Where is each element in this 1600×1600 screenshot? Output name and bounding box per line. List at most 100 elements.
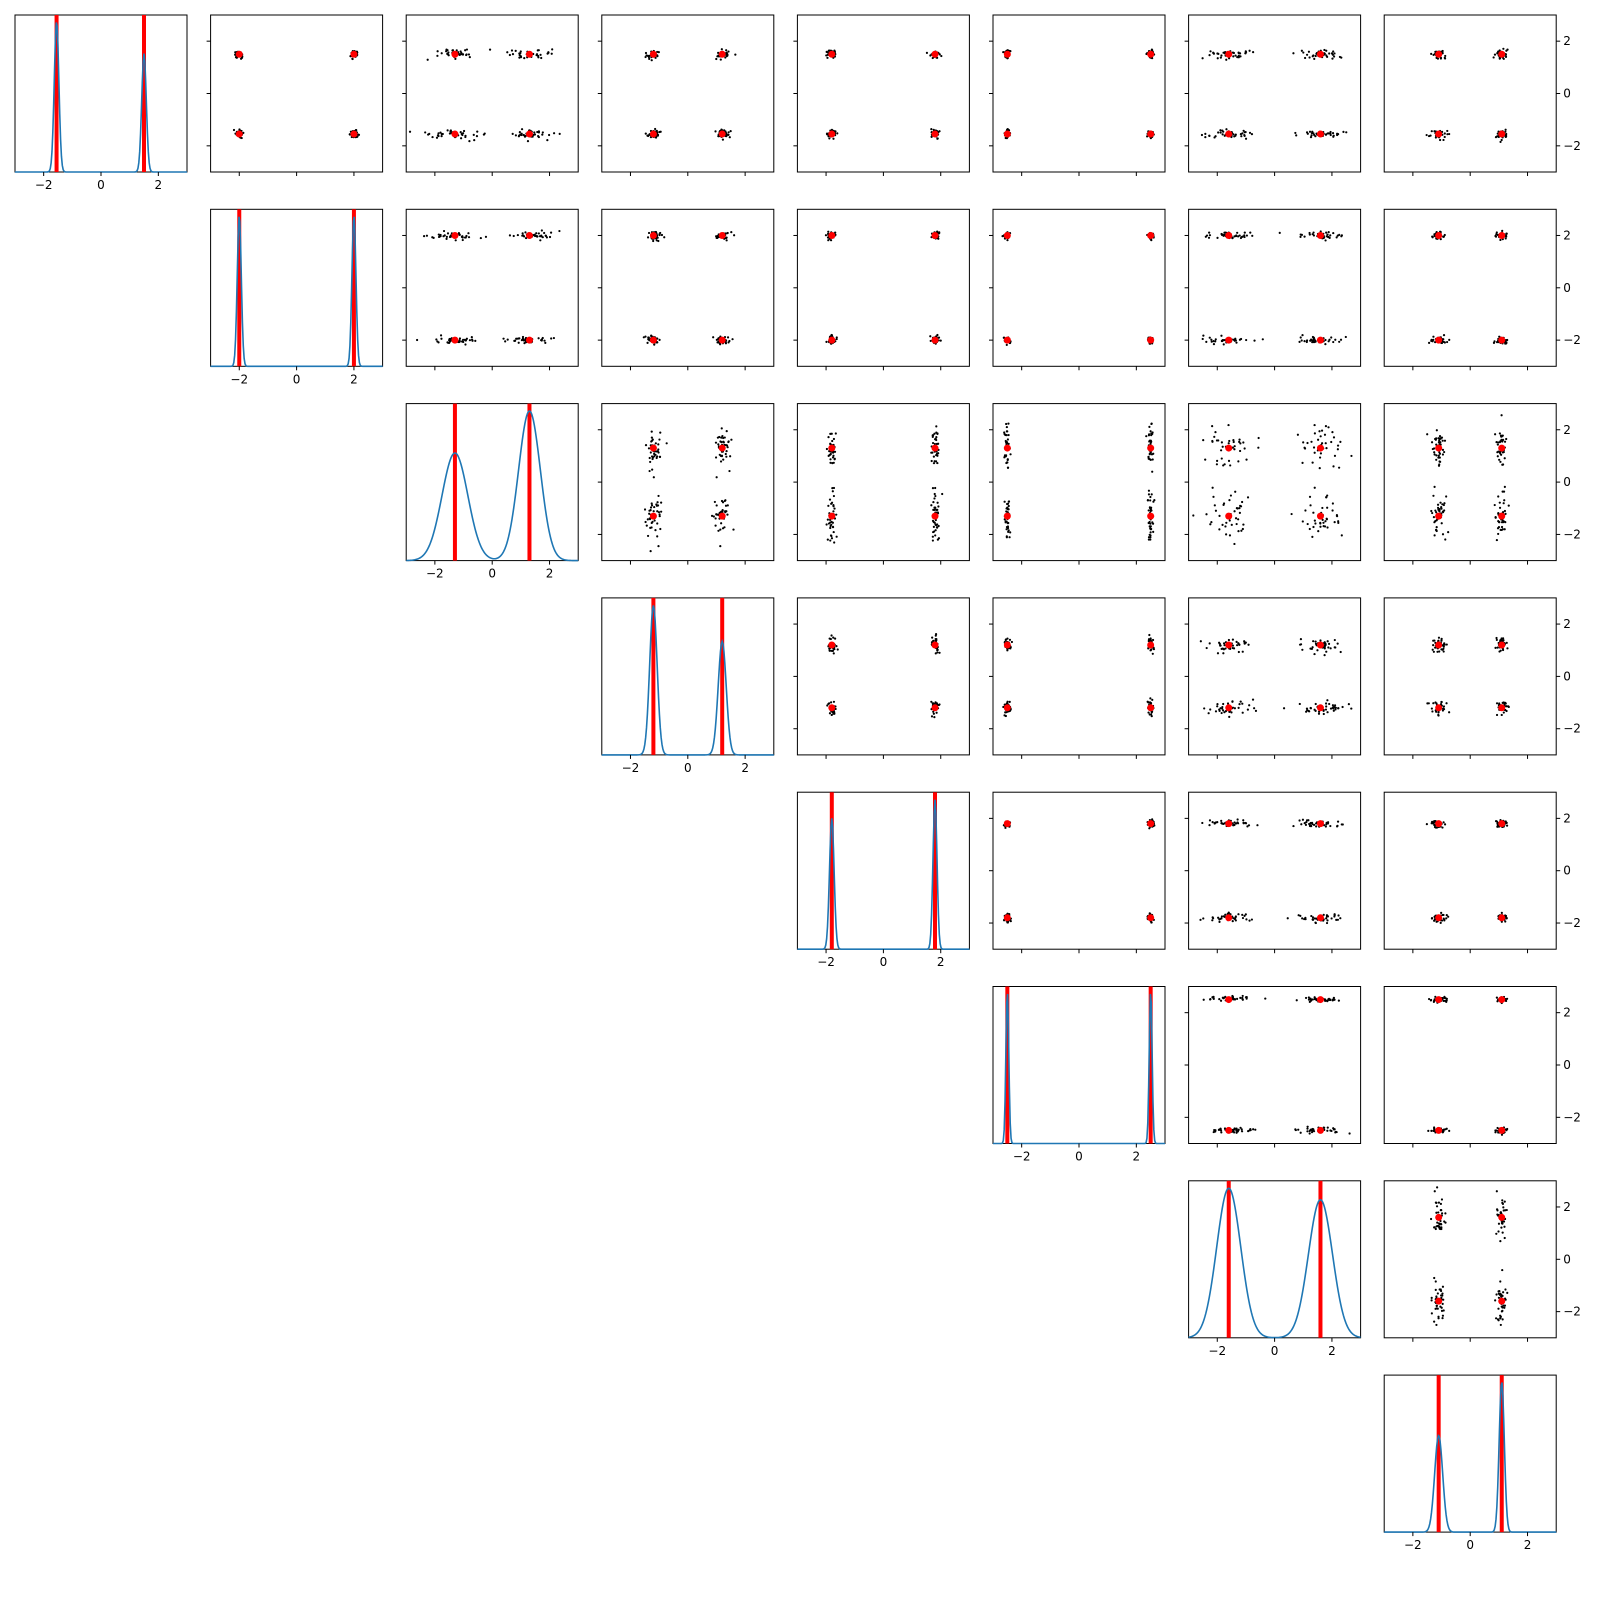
scatter-panel-2-6-point (1233, 542, 1236, 546)
scatter-panel-1-2-point (474, 339, 477, 342)
scatter-panel-3-7-point (1427, 702, 1430, 705)
scatter-panel-0-1-point (354, 129, 358, 132)
scatter-panel-0-4-point (936, 137, 939, 140)
scatter-panel-2-4-point (827, 522, 831, 525)
scatter-panel-2-6-point (1332, 436, 1336, 439)
scatter-panel-0-7-point (1438, 138, 1442, 142)
scatter-panel-3-4-point (933, 716, 936, 719)
scatter-panel-3-6-point (1231, 638, 1234, 641)
scatter-panel-1-3-point (650, 334, 653, 337)
scatter-panel-4-7-point (1435, 920, 1438, 923)
scatter-panel-0-7-ytick-label-0: −2 (1563, 139, 1581, 153)
scatter-panel-2-3-point (649, 506, 653, 509)
scatter-panel-2-3-point (726, 513, 729, 516)
scatter-panel-3-7-point (1445, 702, 1448, 705)
scatter-panel-2-7-point (1498, 441, 1501, 444)
scatter-panel-1-2-point (448, 235, 452, 239)
scatter-panel-3-7-point (1448, 711, 1451, 714)
scatter-panel-2-7-point (1433, 534, 1436, 537)
scatter-panel-3-6-point (1347, 703, 1350, 706)
scatter-panel-6-7-point (1502, 1209, 1505, 1212)
scatter-panel-5-6-point (1252, 1128, 1255, 1131)
scatter-panel-6-7-point (1495, 1190, 1498, 1193)
scatter-panel-1-2-point (440, 337, 443, 340)
scatter-panel-1-3-point (663, 236, 666, 239)
scatter-panel-1-2-point (517, 337, 520, 340)
scatter-panel-2-3-point (718, 435, 721, 439)
scatter-panel-1-2-point (445, 237, 448, 241)
scatter-panel-3-7-point (1440, 700, 1443, 704)
scatter-panel-0-6-point (1333, 52, 1336, 55)
scatter-panel-0-2-point (436, 54, 439, 57)
scatter-panel-2-3-point (652, 510, 655, 513)
scatter-panel-3-6-point (1231, 706, 1235, 709)
scatter-panel-2-3-point (653, 505, 656, 509)
scatter-panel-1-7-point (1501, 229, 1504, 233)
scatter-panel-0-7-point (1500, 138, 1503, 142)
scatter-panel-0-3-point (648, 133, 651, 136)
scatter-panel-6-7-cluster-marker-1-0 (1498, 1297, 1506, 1305)
scatter-panel-1-3-cluster-marker-1-1 (718, 231, 726, 239)
scatter-panel-3-7-point (1501, 648, 1505, 652)
scatter-panel-2-3-point (659, 527, 662, 531)
scatter-panel-2-4-point (831, 490, 834, 493)
scatter-panel-0-6-point (1216, 57, 1219, 60)
scatter-panel-2-6-point (1229, 494, 1233, 497)
scatter-panel-0-2-cluster-marker-1-1 (525, 50, 533, 58)
scatter-panel-1-2-point (479, 236, 482, 240)
scatter-panel-0-6-point (1308, 56, 1311, 59)
scatter-panel-2-4-point (831, 462, 834, 465)
scatter-panel-2-4-point (936, 501, 939, 504)
scatter-panel-1-4-point (829, 239, 833, 242)
scatter-panel-2-4-point (936, 523, 939, 526)
scatter-panel-3-6-point (1241, 702, 1244, 705)
scatter-panel-5-6-point (1306, 1130, 1309, 1133)
scatter-panel-2-7-point (1502, 438, 1505, 441)
scatter-panel-2-4-point (930, 451, 933, 454)
scatter-panel-3-4-point (938, 703, 941, 706)
scatter-panel-4-7-point (1445, 917, 1448, 920)
scatter-panel-3-7-point (1502, 637, 1505, 640)
scatter-panel-3-7-point (1445, 643, 1448, 646)
scatter-panel-3-7-point (1495, 713, 1499, 717)
scatter-panel-3-6-cluster-marker-1-1 (1316, 641, 1324, 649)
scatter-panel-1-6-point (1207, 236, 1211, 239)
scatter-panel-3-6-point (1205, 646, 1208, 650)
scatter-panel-2-7-point (1494, 433, 1497, 436)
scatter-panel-3-6-point (1216, 705, 1219, 708)
scatter-panel-2-6-point (1290, 512, 1293, 516)
scatter-panel-0-6-point (1328, 52, 1331, 55)
scatter-panel-2-6-point (1233, 445, 1236, 448)
scatter-panel-2-6-point (1318, 456, 1322, 459)
scatter-panel-1-7-point (1443, 341, 1446, 344)
scatter-panel-2-5-point (1146, 499, 1149, 502)
scatter-panel-5-6-point (1332, 1127, 1335, 1130)
scatter-panel-0-6-point (1248, 49, 1251, 52)
scatter-panel-2-3-point (656, 501, 659, 504)
scatter-panel-2-6-point (1304, 509, 1307, 512)
scatter-panel-2-5-point (1005, 510, 1008, 513)
scatter-panel-3-6-point (1244, 641, 1247, 644)
scatter-panel-2-4-point (826, 518, 829, 521)
scatter-panel-4-6-point (1301, 818, 1305, 821)
scatter-panel-1-6-point (1303, 340, 1306, 343)
scatter-panel-6-7-cluster-marker-1-1 (1498, 1213, 1506, 1221)
scatter-panel-2-4-point (829, 432, 832, 435)
scatter-panel-2-6-point (1324, 425, 1328, 428)
scatter-panel-0-3-cluster-marker-0-0 (649, 130, 657, 138)
scatter-panel-0-1-point (351, 57, 354, 60)
scatter-panel-3-4-point (938, 651, 941, 654)
scatter-panel-2-3-point (651, 438, 654, 441)
scatter-panel-3-7-ytick-label-0: −2 (1563, 722, 1581, 736)
scatter-panel-0-3-point (729, 130, 732, 133)
scatter-panel-3-6-point (1299, 638, 1303, 641)
scatter-panel-2-4-point (832, 437, 836, 441)
scatter-panel-6-7-point (1433, 1276, 1436, 1280)
scatter-panel-1-2-point (442, 235, 445, 238)
scatter-panel-6-7-point (1499, 1280, 1502, 1283)
scatter-panel-2-5-point (1150, 453, 1154, 456)
scatter-panel-5-6-point (1235, 1129, 1238, 1132)
scatter-panel-3-7-point (1432, 650, 1435, 653)
scatter-panel-0-6-point (1329, 133, 1332, 137)
scatter-panel-3-4-point (931, 636, 934, 639)
